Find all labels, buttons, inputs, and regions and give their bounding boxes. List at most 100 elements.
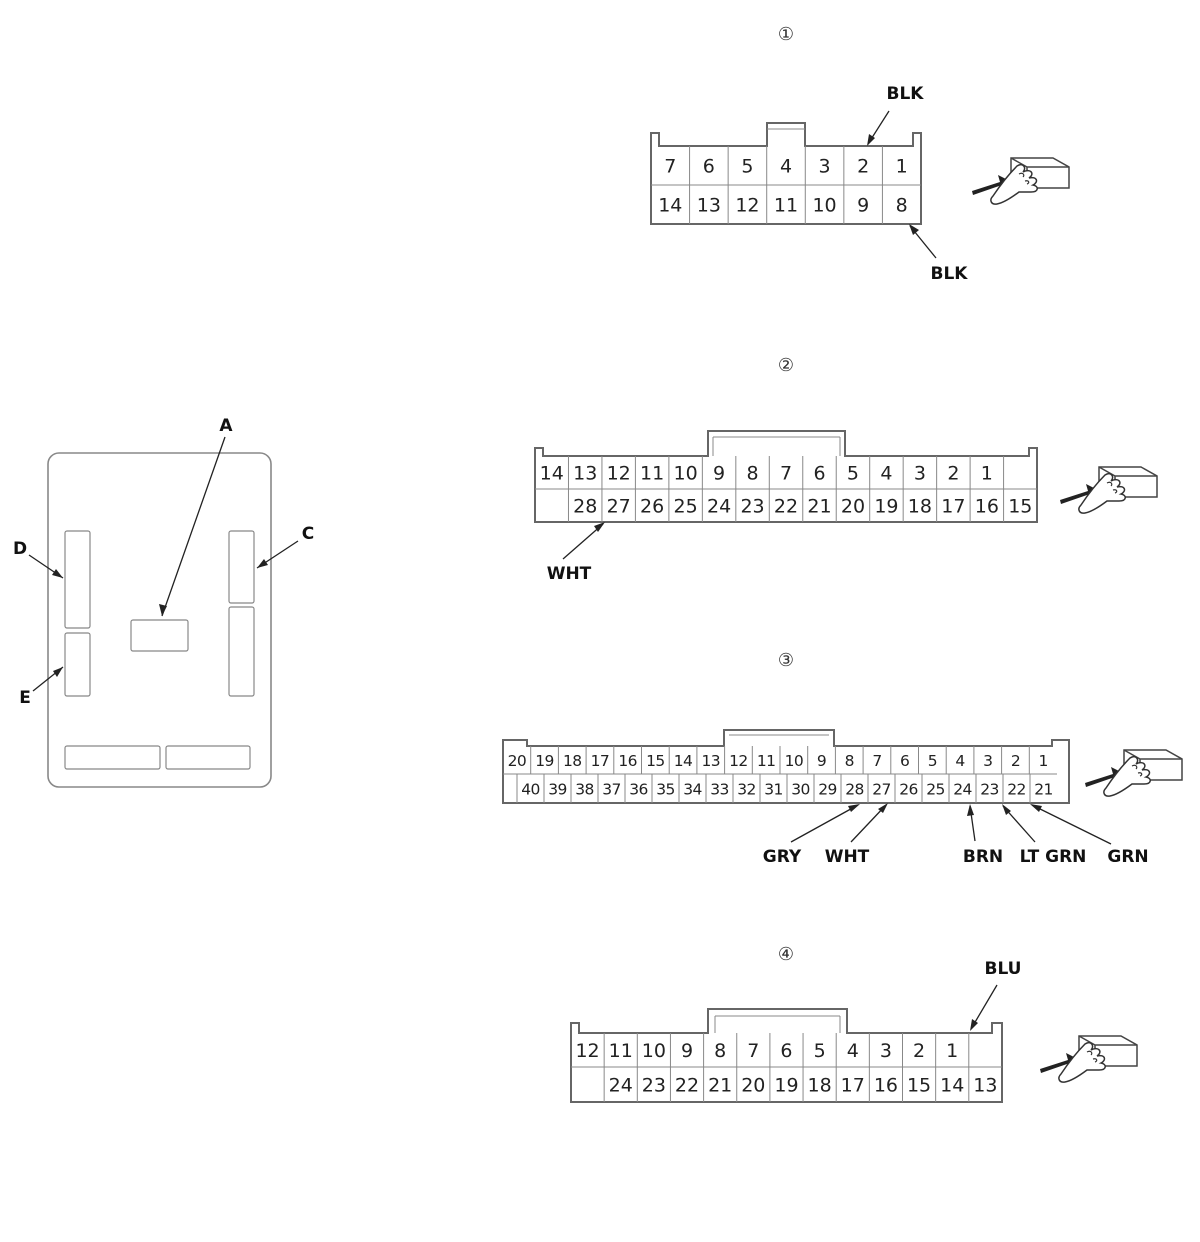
wire-label-pin-1: BLU [985,959,1022,979]
pin-16: 16 [874,1075,898,1097]
terminal-side-view-icon [971,157,1070,205]
pin-2: 2 [947,463,959,485]
pin-15: 15 [646,752,665,770]
pin-19: 19 [774,1075,798,1097]
pin-23: 23 [740,496,764,518]
pin-9: 9 [857,195,869,217]
callout-c-arrowhead [257,559,268,568]
pin-7: 7 [664,156,676,178]
connector-housing [650,122,922,225]
pin-34: 34 [683,781,702,799]
socket-a [130,619,189,652]
pin-35: 35 [656,781,675,799]
wire-leader-pin-28 [790,804,859,843]
wire-label-pin-28: GRY [763,847,802,867]
pin-13: 13 [697,195,721,217]
wire-arrowhead-pin-27 [594,522,605,532]
pin-4: 4 [955,752,964,770]
pin-7: 7 [872,752,881,770]
pin-14: 14 [658,195,682,217]
pin-9: 9 [713,463,725,485]
connector-number: ③ [778,650,794,671]
callout-e: E [19,688,31,708]
wire-leader-pin-27 [562,523,604,560]
wire-arrowhead-pin-2 [867,134,875,146]
pin-1: 1 [981,463,993,485]
pin-28: 28 [845,781,864,799]
pin-18: 18 [908,496,932,518]
wire-arrowhead-pin-24 [967,804,974,816]
pin-37: 37 [602,781,621,799]
wire-label-pin-8: BLK [931,264,969,284]
pin-25: 25 [926,781,945,799]
wire-arrowhead-pin-28 [848,804,860,812]
pin-21: 21 [708,1075,732,1097]
pin-19: 19 [535,752,554,770]
pin-36: 36 [629,781,648,799]
pin-7: 7 [747,1040,759,1062]
pin-3: 3 [983,752,992,770]
wire-arrowhead-pin-22 [1030,804,1042,812]
pin-18: 18 [808,1075,832,1097]
pin-24: 24 [707,496,731,518]
pin-1: 1 [896,156,908,178]
connector-housing [502,729,1070,804]
pin-10: 10 [812,195,836,217]
pin-11: 11 [774,195,798,217]
pin-12: 12 [575,1040,599,1062]
callout-a-arrowhead [159,604,167,616]
wire-label-pin-27: WHT [825,847,870,867]
pin-4: 4 [847,1040,859,1062]
pin-28: 28 [573,496,597,518]
pin-15: 15 [907,1075,931,1097]
pin-27: 27 [607,496,631,518]
pin-29: 29 [818,781,837,799]
pin-17: 17 [841,1075,865,1097]
wire-label-pin-27: WHT [547,564,592,584]
pin-8: 8 [896,195,908,217]
pin-13: 13 [973,1075,997,1097]
pin-26: 26 [640,496,664,518]
pin-11: 11 [640,463,664,485]
connector-number: ① [778,24,794,45]
pin-10: 10 [785,752,804,770]
pin-11: 11 [757,752,776,770]
callout-d-arrowhead [52,569,63,578]
pin-22: 22 [1007,781,1026,799]
pin-5: 5 [928,752,937,770]
pin-39: 39 [548,781,567,799]
terminal-side-view-icon [1059,466,1158,514]
wire-label-pin-2: BLK [887,84,925,104]
wire-arrowhead-pin-27 [878,803,888,813]
callout-e-arrowhead [53,667,63,677]
slot-bottom-left [64,745,161,770]
pin-7: 7 [780,463,792,485]
pin-16: 16 [618,752,637,770]
pin-21: 21 [1034,781,1053,799]
pin-5: 5 [814,1040,826,1062]
pin-13: 13 [701,752,720,770]
pin-25: 25 [674,496,698,518]
pin-3: 3 [914,463,926,485]
pin-23: 23 [642,1075,666,1097]
pin-4: 4 [780,156,792,178]
pin-6: 6 [703,156,715,178]
pin-13: 13 [573,463,597,485]
pin-12: 12 [729,752,748,770]
pin-12: 12 [607,463,631,485]
wire-arrowhead-pin-8 [909,224,919,235]
wire-leader-pin-22 [1031,804,1112,845]
pin-20: 20 [508,752,527,770]
socket-c [228,530,255,604]
wire-leader-pin-27 [850,804,887,843]
pin-8: 8 [714,1040,726,1062]
pin-20: 20 [741,1075,765,1097]
connector-housing [570,1008,1003,1103]
pin-11: 11 [609,1040,633,1062]
socket-e [64,632,91,697]
pin-3: 3 [819,156,831,178]
